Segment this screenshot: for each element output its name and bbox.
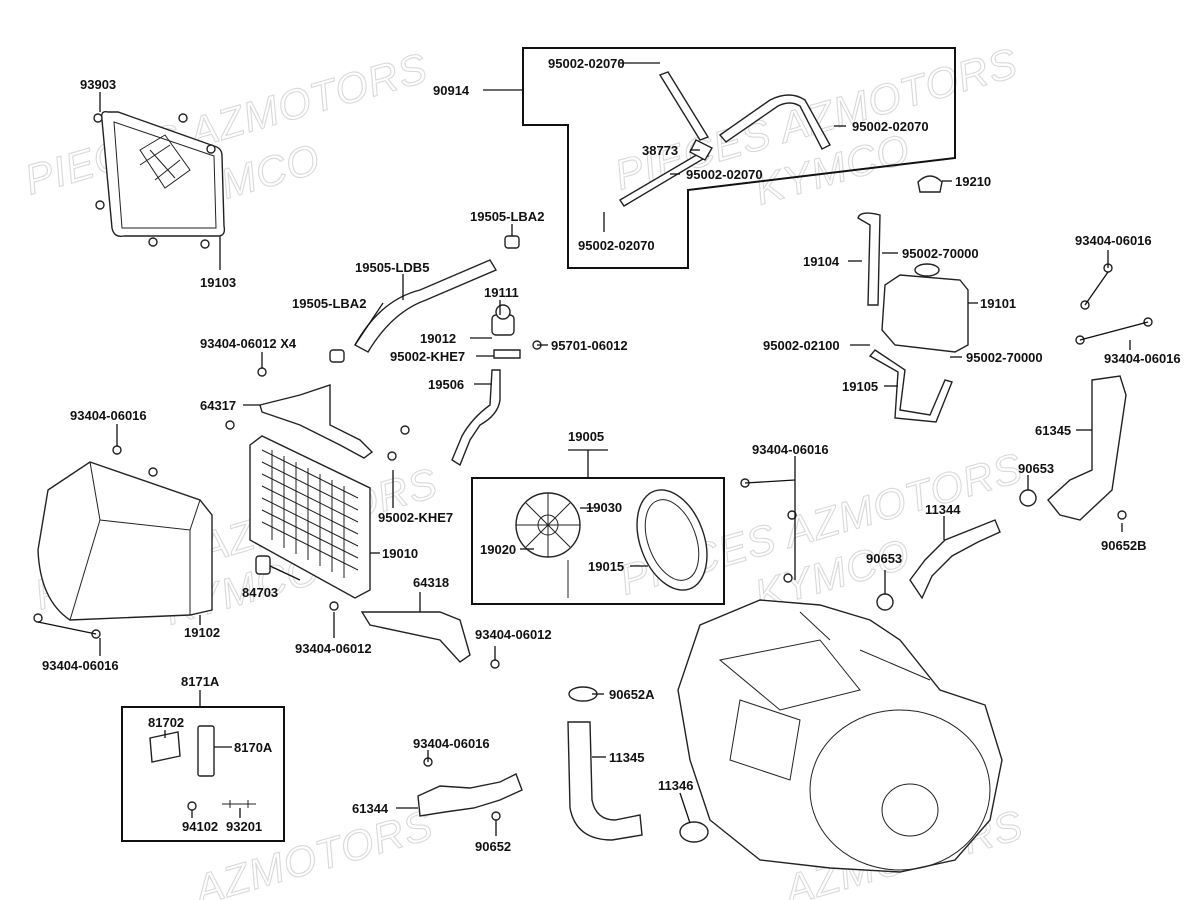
coolant-reservoir [857,212,969,423]
part-label-93201: 93201 [226,819,262,834]
part-label-95002-02070: 95002-02070 [578,238,655,253]
part-label-81702: 81702 [148,715,184,730]
part-label-11346: 11346 [658,778,693,793]
bolts [33,263,1153,821]
part-label-93404-06016: 93404-06016 [1104,351,1181,366]
upper-bracket [259,384,374,459]
part-label-95701-06012: 95701-06012 [551,338,628,353]
part-label-19012: 19012 [420,331,456,346]
part-label-19101: 19101 [980,296,1016,311]
part-label-93404-06016: 93404-06016 [752,442,829,457]
radiator-shroud [37,461,213,621]
part-label-95002-70000: 95002-70000 [902,246,979,261]
part-label-90652: 90652 [475,839,511,854]
hose-11344 [909,519,1001,600]
intake-duct-61345 [1047,375,1127,521]
part-label-95002-02070: 95002-02070 [548,56,625,71]
part-label-94102: 94102 [182,819,218,834]
part-label-8171a: 8171A [181,674,220,689]
part-label-19506: 19506 [428,377,464,392]
bracket-kit-box [121,706,285,842]
part-label-19103: 19103 [200,275,236,290]
part-label-38773: 38773 [642,143,678,158]
intake-hose-11345 [567,721,643,841]
part-label-95002-02100: 95002-02100 [763,338,840,353]
part-label-90652b: 90652B [1101,538,1147,553]
part-label-93404-06016: 93404-06016 [413,736,490,751]
part-label-61345: 61345 [1035,423,1071,438]
part-label-95002-70000: 95002-70000 [966,350,1043,365]
lower-hose [451,369,501,467]
clamp-90653 [876,593,894,611]
part-label-19104: 19104 [803,254,840,269]
part-label-19102: 19102 [184,625,220,640]
part-label-19111: 19111 [484,285,519,300]
part-label-84703: 84703 [242,585,278,600]
kit-90914-outline [522,47,956,269]
part-label-8170a: 8170A [234,740,273,755]
part-label-19010: 19010 [382,546,418,561]
part-label-19505-lba2: 19505-LBA2 [470,209,544,224]
part-label-19030: 19030 [586,500,622,515]
leader-lines [37,62,1149,836]
clamp-11346 [679,821,709,843]
part-label-95002-02070: 95002-02070 [852,119,929,134]
part-label-64317: 64317 [200,398,236,413]
part-label-93903: 93903 [80,77,116,92]
breather-hoses [619,71,831,207]
part-labels: 93903 19103 90914 95002-02070 38773 9500… [42,56,1181,854]
part-label-93404-06012: 93404-06012 [295,641,372,656]
part-label-95002-khe7: 95002-KHE7 [378,510,453,525]
part-label-61344: 61344 [352,801,389,816]
part-label-90653: 90653 [1018,461,1054,476]
part-label-19020: 19020 [480,542,516,557]
part-label-95002-02070: 95002-02070 [686,167,763,182]
duct-61344 [417,773,523,817]
rubber-spacer [255,555,271,575]
part-label-19015: 19015 [588,559,624,574]
reservoir-cap [917,175,943,193]
radiator [249,435,371,599]
part-label-11345: 11345 [609,750,644,765]
engine-block [677,599,1003,873]
part-label-93404-06016: 93404-06016 [70,408,147,423]
thermostat [491,304,521,359]
part-label-90652a: 90652A [609,687,655,702]
fan-assembly [515,489,708,598]
fan-assembly-box [471,477,725,605]
upper-radiator-hose [329,235,520,363]
part-label-90914: 90914 [433,83,470,98]
part-label-19005: 19005 [568,429,604,444]
grille-screws [93,113,216,249]
part-label-95002-khe7: 95002-KHE7 [390,349,465,364]
part-label-19505-ldb5: 19505-LDB5 [355,260,429,275]
part-label-19505-lba2: 19505-LBA2 [292,296,366,311]
part-label-11344: 11344 [925,502,961,517]
part-label-64318: 64318 [413,575,449,590]
bracket-kit-parts [149,725,256,811]
part-label-19210: 19210 [955,174,991,189]
clamp-90653 [1019,489,1037,507]
part-label-19105: 19105 [842,379,878,394]
lower-bracket [360,611,471,663]
watermark: AZMOTORS [187,801,439,900]
part-label-93404-06012-x4: 93404-06012 X4 [200,336,297,351]
part-label-93404-06016: 93404-06016 [1075,233,1152,248]
part-label-93404-06012: 93404-06012 [475,627,552,642]
part-label-90653: 90653 [866,551,902,566]
part-label-93404-06016: 93404-06016 [42,658,119,673]
